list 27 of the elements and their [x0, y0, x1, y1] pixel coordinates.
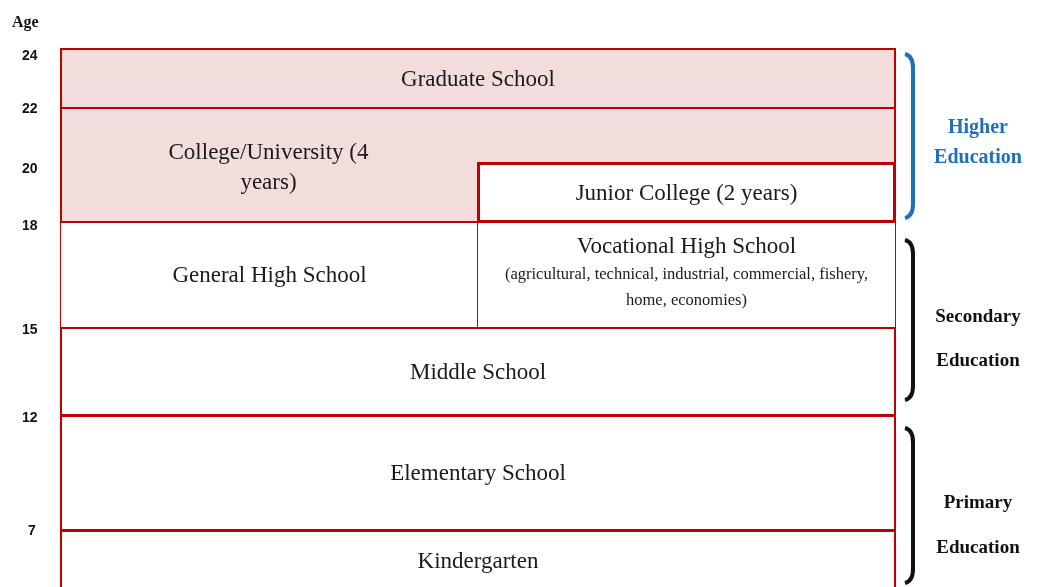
level-name: Vocational High School — [576, 232, 797, 260]
age-tick-label: 18 — [22, 218, 38, 232]
school-level-box — [60, 530, 896, 587]
level-name: Middle School — [409, 357, 547, 386]
level-name: Elementary School — [390, 459, 566, 488]
level-name: Junior College (2 years) — [575, 178, 798, 207]
level-name: Kindergarten — [417, 547, 539, 575]
school-level-box — [60, 107, 896, 223]
school-level-box — [60, 327, 896, 416]
stage-label: Higher Education — [933, 114, 1023, 169]
level-name: Graduate School — [401, 64, 555, 93]
age-tick-label: 24 — [22, 48, 38, 62]
age-tick-label: 7 — [28, 523, 36, 537]
age-tick-label: 12 — [22, 410, 38, 424]
stage-label: Primary Education — [935, 490, 1021, 559]
school-level-box — [477, 222, 896, 328]
school-level-box — [60, 415, 896, 531]
school-level-box — [60, 48, 896, 109]
level-name: General High School — [172, 261, 367, 290]
axis-title: Age — [12, 14, 39, 30]
age-tick-label: 22 — [22, 101, 38, 115]
age-tick-label: 20 — [22, 161, 38, 175]
level-note: (agricultural, technical, industrial, commercial, fishery, home, economies) — [503, 262, 870, 312]
school-level-box — [477, 162, 896, 223]
level-name: College/University (4 years) — [168, 138, 369, 196]
stage-label: Secondary Education — [934, 304, 1022, 372]
age-tick-label: 15 — [22, 322, 38, 336]
